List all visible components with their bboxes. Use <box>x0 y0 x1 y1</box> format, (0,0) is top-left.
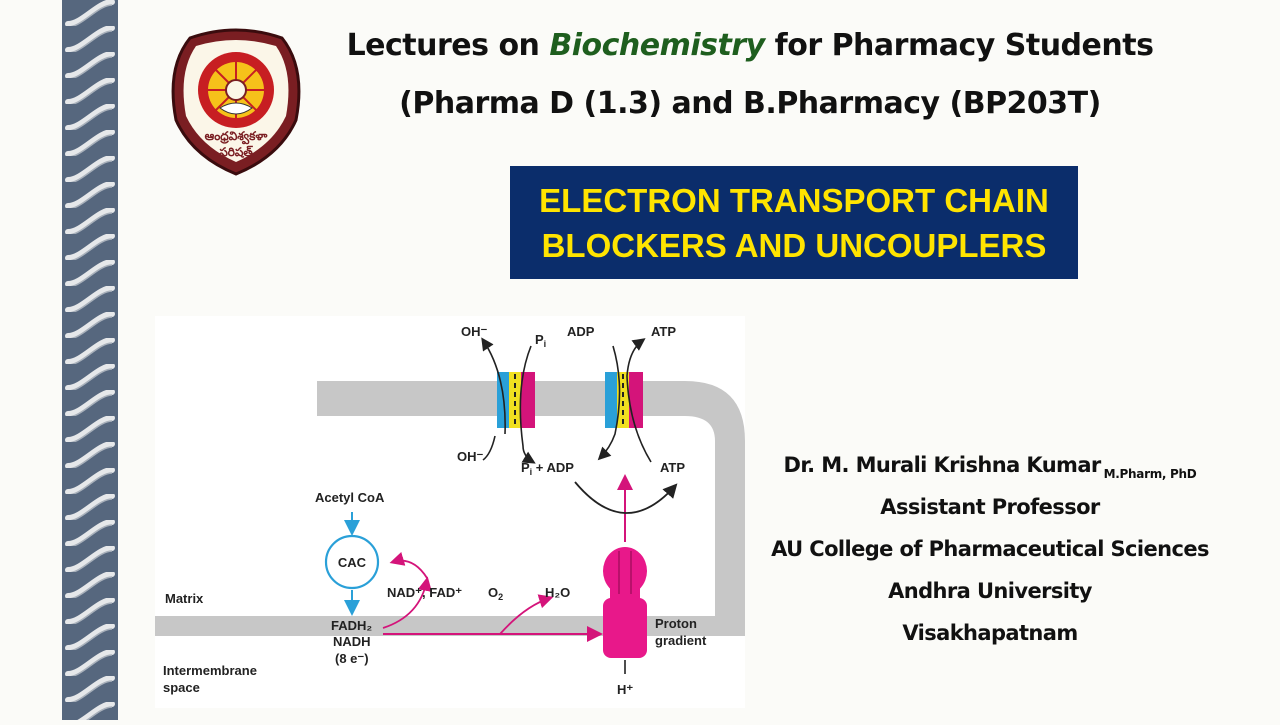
label-cac: CAC <box>338 555 367 570</box>
label-nadh: NADH <box>333 634 371 649</box>
label-pi-adp: Pi + ADP <box>521 460 574 477</box>
logo-text-line1: ఆంధ్రవిశ్వకళా <box>205 129 269 145</box>
transporter-adp-atp <box>605 372 643 428</box>
label-oh-bottom: OH⁻ <box>457 449 484 464</box>
logo-text-line2: పరిషత్ <box>219 145 253 159</box>
lecture-title-line2: (Pharma D (1.3) and B.Pharmacy (BP203T) <box>399 86 1101 121</box>
label-matrix: Matrix <box>165 591 204 606</box>
university-logo: ఆంధ్రవిశ్వకళా పరిషత్ <box>160 28 312 178</box>
label-nad-fad: NAD⁺, FAD⁺ <box>387 585 462 600</box>
title-highlight: Biochemistry <box>549 28 765 63</box>
label-oh-top: OH⁻ <box>461 324 488 339</box>
atp-synthase <box>603 547 647 658</box>
membrane-band <box>155 381 745 636</box>
author-position: Assistant Professor <box>880 495 1100 519</box>
label-acetyl-coa: Acetyl CoA <box>315 490 385 505</box>
title-post: for Pharmacy Students <box>774 28 1154 63</box>
transporter-phosphate <box>497 372 535 428</box>
label-proton: Proton <box>655 616 697 631</box>
banner-line2: BLOCKERS AND UNCOUPLERS <box>541 227 1047 264</box>
label-gradient: gradient <box>655 633 707 648</box>
label-atp-top: ATP <box>651 324 676 339</box>
label-adp-top: ADP <box>567 324 595 339</box>
label-atp-bottom: ATP <box>660 460 685 475</box>
etc-diagram: OH⁻ Pi ADP ATP OH⁻ Pi + ADP ATP Acetyl C… <box>155 316 745 708</box>
label-electrons: (8 e⁻) <box>335 651 369 666</box>
label-space: space <box>163 680 200 695</box>
wave-pattern <box>64 0 116 720</box>
label-intermembrane: Intermembrane <box>163 663 257 678</box>
topic-banner: ELECTRON TRANSPORT CHAIN BLOCKERS AND UN… <box>510 166 1078 279</box>
author-university: Andhra University <box>888 579 1092 603</box>
label-h2o: H₂O <box>545 585 570 600</box>
label-fadh2: FADH₂ <box>331 618 372 633</box>
banner-line1: ELECTRON TRANSPORT CHAIN <box>539 182 1049 219</box>
title-pre: Lectures on <box>346 28 540 63</box>
author-degree: M.Pharm, PhD <box>1103 467 1197 481</box>
lecture-title-line1: Lectures on Biochemistry for Pharmacy St… <box>340 28 1160 63</box>
author-name: Dr. M. Murali Krishna Kumar <box>783 453 1102 477</box>
author-city: Visakhapatnam <box>902 621 1078 645</box>
label-o2: O2 <box>488 585 503 602</box>
label-pi-top: Pi <box>535 332 546 349</box>
decorative-side-strip <box>62 0 118 720</box>
label-h-plus: H⁺ <box>617 682 633 697</box>
author-college: AU College of Pharmaceutical Sciences <box>771 537 1209 561</box>
